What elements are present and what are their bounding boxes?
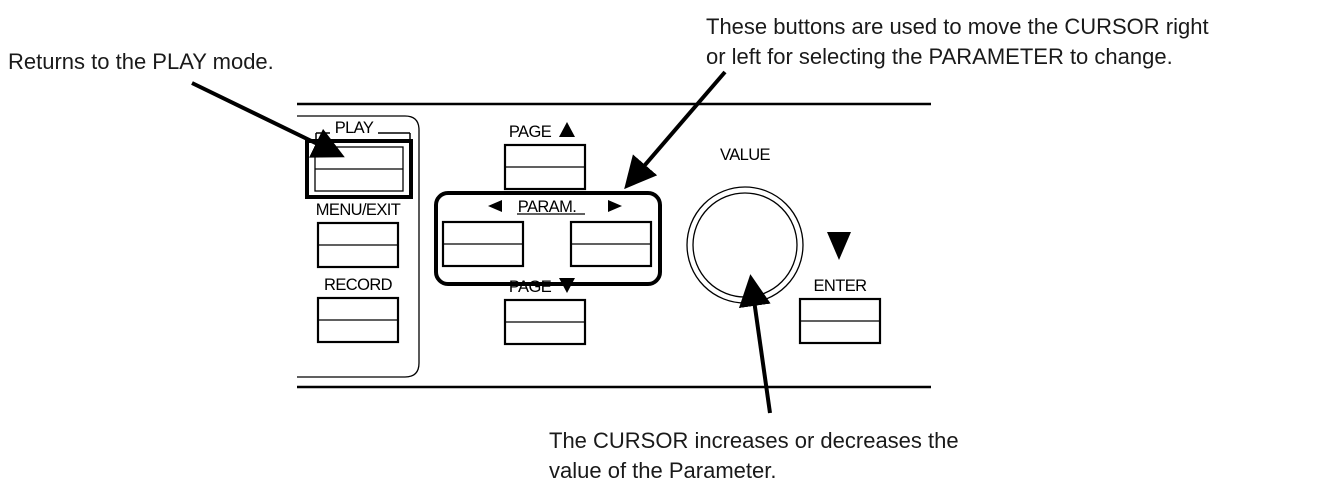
param-left-button[interactable] bbox=[441, 220, 525, 268]
value-callout-arrow bbox=[738, 274, 772, 414]
triangle-left-icon bbox=[488, 200, 502, 212]
left-button-group-frame bbox=[297, 115, 420, 378]
param-label: PARAM. bbox=[518, 198, 576, 216]
triangle-up-icon bbox=[559, 122, 575, 137]
value-dial[interactable] bbox=[686, 186, 804, 304]
page-up-label: PAGE bbox=[509, 123, 552, 141]
page-down-label: PAGE bbox=[509, 278, 552, 296]
value-label: VALUE bbox=[720, 146, 770, 164]
menu-exit-label: MENU/EXIT bbox=[316, 201, 401, 219]
play-callout-arrow bbox=[191, 81, 345, 158]
page-up-button[interactable] bbox=[503, 143, 587, 191]
param-right-button[interactable] bbox=[569, 220, 653, 268]
param-annotation: These buttons are used to move the CURSO… bbox=[706, 12, 1209, 72]
value-annotation: The CURSOR increases or decreases the va… bbox=[549, 426, 959, 486]
param-annotation-line-2: or left for selecting the PARAMETER to c… bbox=[706, 44, 1173, 69]
value-annotation-line-1: The CURSOR increases or decreases the bbox=[549, 428, 959, 453]
page-down-button[interactable] bbox=[503, 298, 587, 346]
enter-triangle-down-icon bbox=[827, 232, 851, 260]
param-callout-arrow bbox=[624, 70, 727, 190]
enter-button[interactable] bbox=[798, 297, 882, 345]
play-button[interactable] bbox=[305, 139, 413, 199]
triangle-right-icon bbox=[608, 200, 622, 212]
enter-label: ENTER bbox=[814, 277, 868, 295]
play-annotation: Returns to the PLAY mode. bbox=[8, 49, 274, 74]
record-label: RECORD bbox=[324, 276, 393, 294]
param-group-highlight bbox=[434, 191, 662, 286]
menu-exit-button[interactable] bbox=[316, 221, 400, 269]
param-annotation-line-1: These buttons are used to move the CURSO… bbox=[706, 14, 1209, 39]
play-label: PLAY bbox=[335, 119, 374, 137]
record-button[interactable] bbox=[316, 296, 400, 344]
value-annotation-line-2: value of the Parameter. bbox=[549, 458, 777, 483]
triangle-down-icon bbox=[559, 278, 575, 293]
